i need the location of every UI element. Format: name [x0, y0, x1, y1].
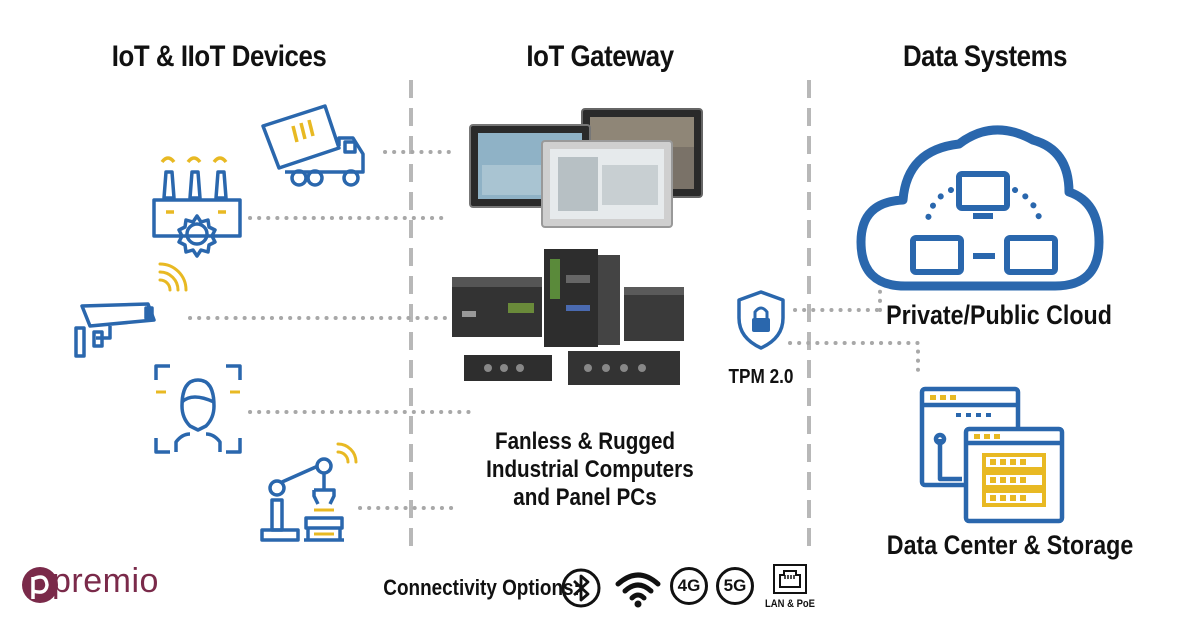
cloud-label: Private/Public Cloud	[886, 300, 1112, 330]
option-5g-badge: 5G	[716, 567, 754, 605]
security-camera-icon	[74, 262, 188, 358]
shield-lock-icon	[737, 290, 785, 350]
robot-arm-icon	[260, 442, 358, 542]
bluetooth-icon	[561, 568, 601, 608]
data-center-icon	[919, 386, 1065, 524]
wifi-icon	[615, 572, 661, 608]
industrial-computers-image	[452, 249, 684, 385]
heading-gateway: IoT Gateway	[526, 40, 674, 73]
panel-pcs-image	[469, 108, 703, 228]
premio-logo-text: premio	[52, 562, 159, 600]
lan-poe-label: LAN & PoE	[765, 598, 815, 610]
gateway-caption-line2: Industrial Computers	[486, 456, 694, 483]
cloud-network-icon	[856, 125, 1104, 291]
tpm-label: TPM 2.0	[728, 366, 794, 388]
connectivity-label: Connectivity Options:	[383, 575, 580, 600]
gateway-caption-line3: and Panel PCs	[513, 484, 657, 511]
premio-logo-mark	[22, 567, 58, 603]
heading-data-systems: Data Systems	[902, 40, 1068, 73]
face-recognition-icon	[154, 364, 242, 454]
divider-left	[409, 80, 413, 550]
option-4g-badge: 4G	[670, 567, 708, 605]
dump-truck-icon	[261, 104, 365, 187]
factory-gear-icon	[152, 156, 242, 258]
divider-right	[807, 80, 811, 550]
option-5g-text: 5G	[723, 576, 747, 595]
heading-devices: IoT & IIoT Devices	[111, 40, 327, 73]
option-4g-text: 4G	[677, 576, 701, 595]
datacenter-label: Data Center & Storage	[886, 530, 1134, 560]
gateway-caption-line1: Fanless & Rugged	[494, 428, 676, 455]
ethernet-port-icon	[773, 564, 807, 594]
